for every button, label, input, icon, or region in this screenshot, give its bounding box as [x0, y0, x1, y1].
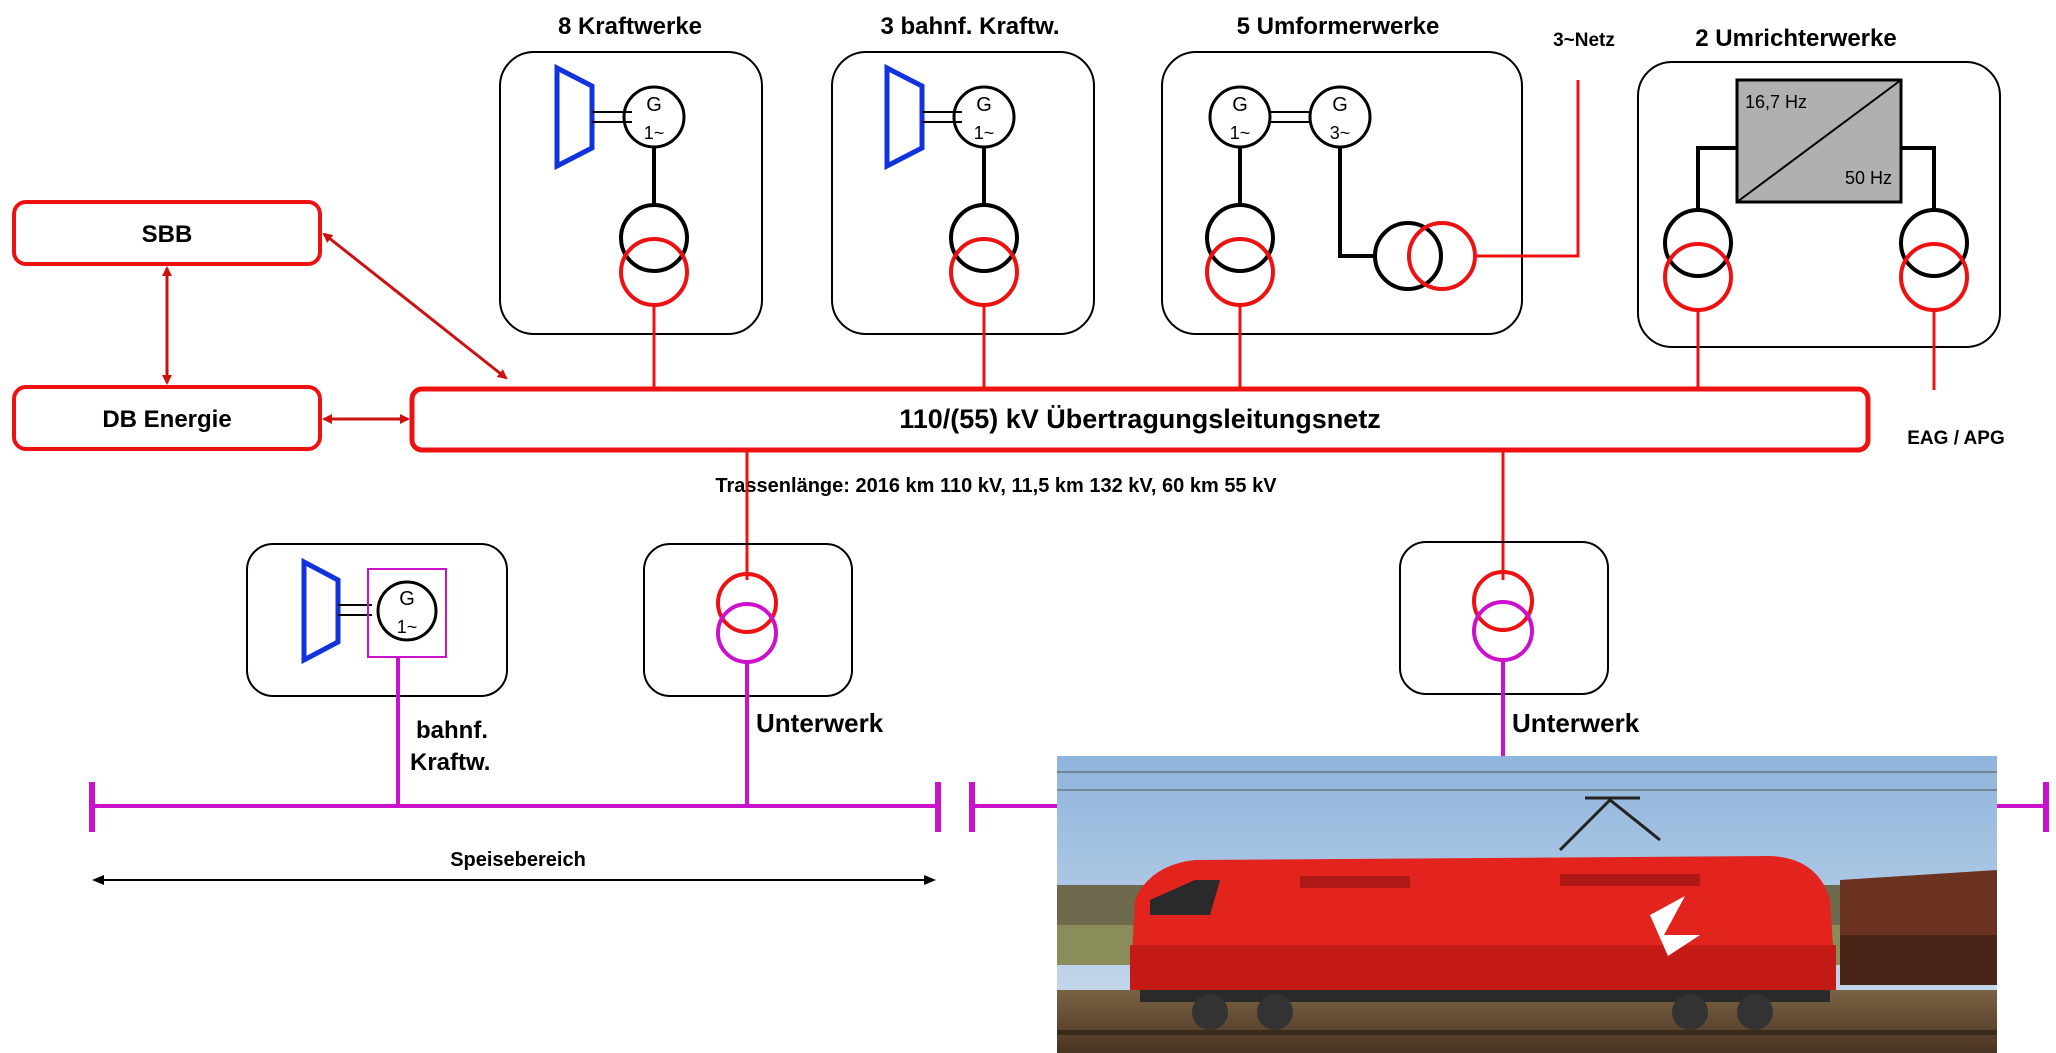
connector	[1698, 148, 1737, 210]
bahnf-kraftw-title: 3 bahnf. Kraftw.	[880, 13, 1059, 40]
db-energie-label: DB Energie	[102, 406, 231, 433]
connector	[1901, 148, 1934, 210]
route-length-note: Trassenlänge: 2016 km 110 kV, 11,5 km 13…	[715, 475, 1277, 497]
generator-label-phase: 1~	[1230, 123, 1251, 143]
turbine-icon	[557, 68, 592, 166]
freq-label-bottom: 50 Hz	[1845, 168, 1892, 188]
substation-right-label: Unterwerk	[1512, 708, 1640, 738]
sbb-label: SBB	[142, 221, 193, 248]
generator-label-g: G	[976, 94, 992, 116]
substation-left-label: Unterwerk	[756, 708, 884, 738]
feed-area-label: Speisebereich	[450, 849, 586, 871]
generator-label-phase: 1~	[644, 123, 665, 143]
local-plant-label-1: bahnf.	[416, 717, 488, 744]
local-plant-label-2: Kraftw.	[410, 749, 490, 776]
kraftwerke-title: 8 Kraftwerke	[558, 13, 702, 40]
generator-label-g: G	[1332, 94, 1348, 116]
sbb-bus-arrow	[324, 234, 506, 378]
generator-label-phase: 1~	[974, 123, 995, 143]
three-phase-line	[1475, 80, 1578, 256]
turbine-icon	[304, 562, 338, 660]
turbine-icon	[887, 68, 922, 166]
umrichterwerke-title: 2 Umrichterwerke	[1695, 25, 1896, 52]
freq-label-top: 16,7 Hz	[1745, 92, 1807, 112]
connector	[1340, 147, 1376, 256]
locomotive-photo	[1057, 756, 1997, 1053]
bus-title: 110/(55) kV Übertragungsleitungsnetz	[899, 404, 1381, 434]
generator-label-g: G	[646, 94, 662, 116]
generator-label-g: G	[399, 588, 415, 610]
kraftwerke-box	[500, 52, 762, 334]
three-phase-grid-label: 3~Netz	[1553, 30, 1615, 51]
umformerwerke-title: 5 Umformerwerke	[1237, 13, 1440, 40]
generator-label-phase: 1~	[397, 617, 418, 637]
local-plant-box	[247, 544, 507, 696]
eag-apg-label: EAG / APG	[1907, 428, 2004, 449]
generator-label-g: G	[1232, 94, 1248, 116]
generator-label-phase: 3~	[1330, 123, 1351, 143]
